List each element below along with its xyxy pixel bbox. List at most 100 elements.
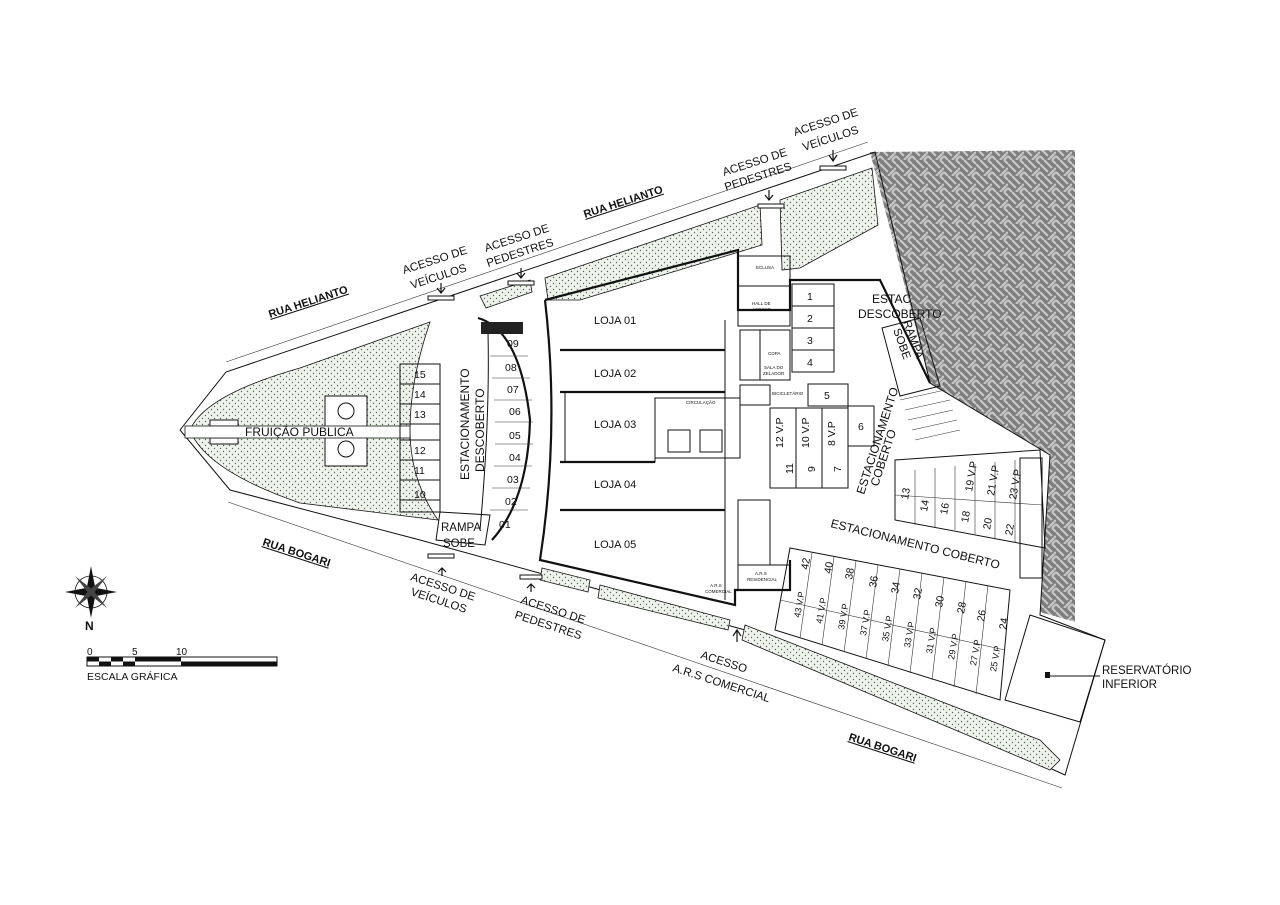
spot-b36: 36 (867, 575, 881, 589)
spot-t4: 4 (807, 357, 813, 369)
green-strip-helianto-2 (544, 204, 763, 301)
spot-b26: 26 (975, 609, 989, 623)
spot-t6: 6 (858, 421, 864, 433)
spot-t3: 3 (807, 335, 813, 347)
bogari-sidewalk (227, 501, 1063, 789)
spot-b41vp: 41 V.P (814, 597, 828, 625)
room-circulacao: CIRCULAÇÃO (686, 399, 716, 405)
spot-b24: 24 (997, 617, 1011, 631)
spot-b30: 30 (933, 595, 947, 609)
room-hall-2: ACESSO (752, 307, 771, 312)
spot-07: 07 (507, 384, 519, 396)
street-bogari-left: RUA BOGARI (261, 536, 332, 569)
spot-05: 05 (509, 430, 521, 442)
spot-b39vp: 39 V.P (836, 603, 850, 631)
green-strip-helianto-3 (779, 167, 879, 271)
reservatorio-2: INFERIOR (1102, 679, 1157, 691)
room-copa: COPA (768, 351, 780, 356)
access-ars-2: A.R.S COMERCIAL (671, 662, 772, 705)
spot-8vp: 8 V.P (826, 421, 838, 446)
rampa-left-2: SOBE (443, 538, 475, 550)
scale-tick-0: 0 (87, 647, 93, 658)
left-outer-spots (399, 363, 441, 501)
core-rooms (737, 255, 791, 591)
spot-13: 13 (414, 409, 426, 421)
stair-hatch (481, 322, 523, 334)
shop-05: LOJA 05 (594, 539, 636, 551)
spot-b32: 32 (911, 587, 925, 601)
spot-b43vp: 43 V.P (792, 591, 806, 619)
spot-t2: 2 (807, 313, 813, 325)
spot-11: 11 (414, 465, 425, 477)
reservatorio-1: RESERVATÓRIO (1102, 664, 1192, 677)
spot-r18: 18 (959, 510, 973, 524)
north-label: N (85, 619, 94, 633)
est-descoberto-top-2: DESCOBERTO (858, 307, 942, 321)
spot-r20: 20 (981, 517, 995, 531)
spot-t1: 1 (807, 291, 813, 303)
spot-12: 12 (414, 445, 426, 457)
shop-03: LOJA 03 (594, 419, 636, 431)
spot-04: 04 (509, 452, 521, 464)
spot-r19vp: 19 V.P (963, 460, 980, 492)
spot-b33vp: 33 V.P (902, 621, 916, 649)
spot-b35vp: 35 V.P (880, 615, 894, 643)
property-boundary (179, 151, 1106, 776)
reservatorio-marker (1045, 672, 1050, 678)
spot-b28: 28 (955, 601, 969, 615)
spot-b42: 42 (799, 557, 813, 571)
spot-b34: 34 (889, 581, 903, 595)
bottom-parking-block (774, 547, 1011, 701)
room-sala-1: SALA DO (764, 365, 784, 370)
spot-r23vp: 23 V.P (1007, 468, 1024, 500)
room-ars-com-2: COMERCIAL (705, 589, 732, 594)
shop-04: LOJA 04 (594, 479, 636, 491)
spot-t5: 5 (824, 390, 830, 402)
spot-03: 03 (507, 474, 519, 486)
walkway (184, 425, 411, 439)
spot-c9: 9 (806, 466, 818, 472)
shop-02: LOJA 02 (594, 368, 636, 380)
spot-08: 08 (505, 362, 517, 374)
spot-c11: 11 (784, 463, 796, 474)
helianto-sidewalk (225, 141, 869, 363)
spot-r13: 13 (899, 487, 913, 501)
spot-r21vp: 21 V.P (985, 464, 1002, 496)
room-eclusa: ECLUSA (756, 265, 774, 270)
rampa-left-1: RAMPA (441, 522, 481, 534)
spot-10: 10 (414, 489, 426, 501)
spot-b40: 40 (822, 561, 836, 575)
bench-1 (209, 419, 239, 427)
bench-2 (209, 437, 239, 445)
spot-15: 15 (414, 369, 426, 381)
reservatorio-box (1004, 614, 1106, 723)
room-bicicletario: BICICLETÁRIO (772, 390, 804, 396)
spot-r22: 22 (1003, 523, 1017, 537)
spot-b29vp: 29 V.P (946, 633, 960, 661)
green-strip-bogari-2 (539, 567, 591, 593)
spot-01: 01 (499, 519, 511, 531)
ramp-stripes (899, 389, 961, 441)
fruicao-label: FRUIÇÃO PÚBLICA (245, 424, 354, 439)
spot-b38: 38 (843, 567, 857, 581)
spot-r14: 14 (918, 499, 932, 513)
spot-r16: 16 (938, 502, 952, 516)
spot-06: 06 (509, 406, 521, 418)
ramp-top-right (881, 317, 941, 397)
spot-b25vp: 25 V.P (988, 645, 1002, 673)
est-descoberto-left-2: DESCOBERTO (473, 388, 487, 472)
top-parking-boxes (769, 283, 875, 489)
room-ars-res-1: A.R.S (755, 571, 767, 576)
spot-b27vp: 27 V.P (968, 639, 982, 667)
green-strip-bogari (597, 584, 731, 631)
spot-b31vp: 31 V.P (924, 627, 938, 655)
green-strip-bogari-3 (741, 624, 1061, 771)
spot-14: 14 (414, 389, 426, 401)
room-ars-res-2: RESIDENCIAL (747, 577, 778, 582)
street-helianto-top: RUA HELIANTO (582, 184, 665, 221)
scale-tick-5: 5 (132, 647, 138, 658)
street-bogari-right: RUA BOGARI (847, 731, 918, 764)
ramp-bottom (435, 511, 491, 546)
north-arrow-icon (65, 566, 117, 618)
